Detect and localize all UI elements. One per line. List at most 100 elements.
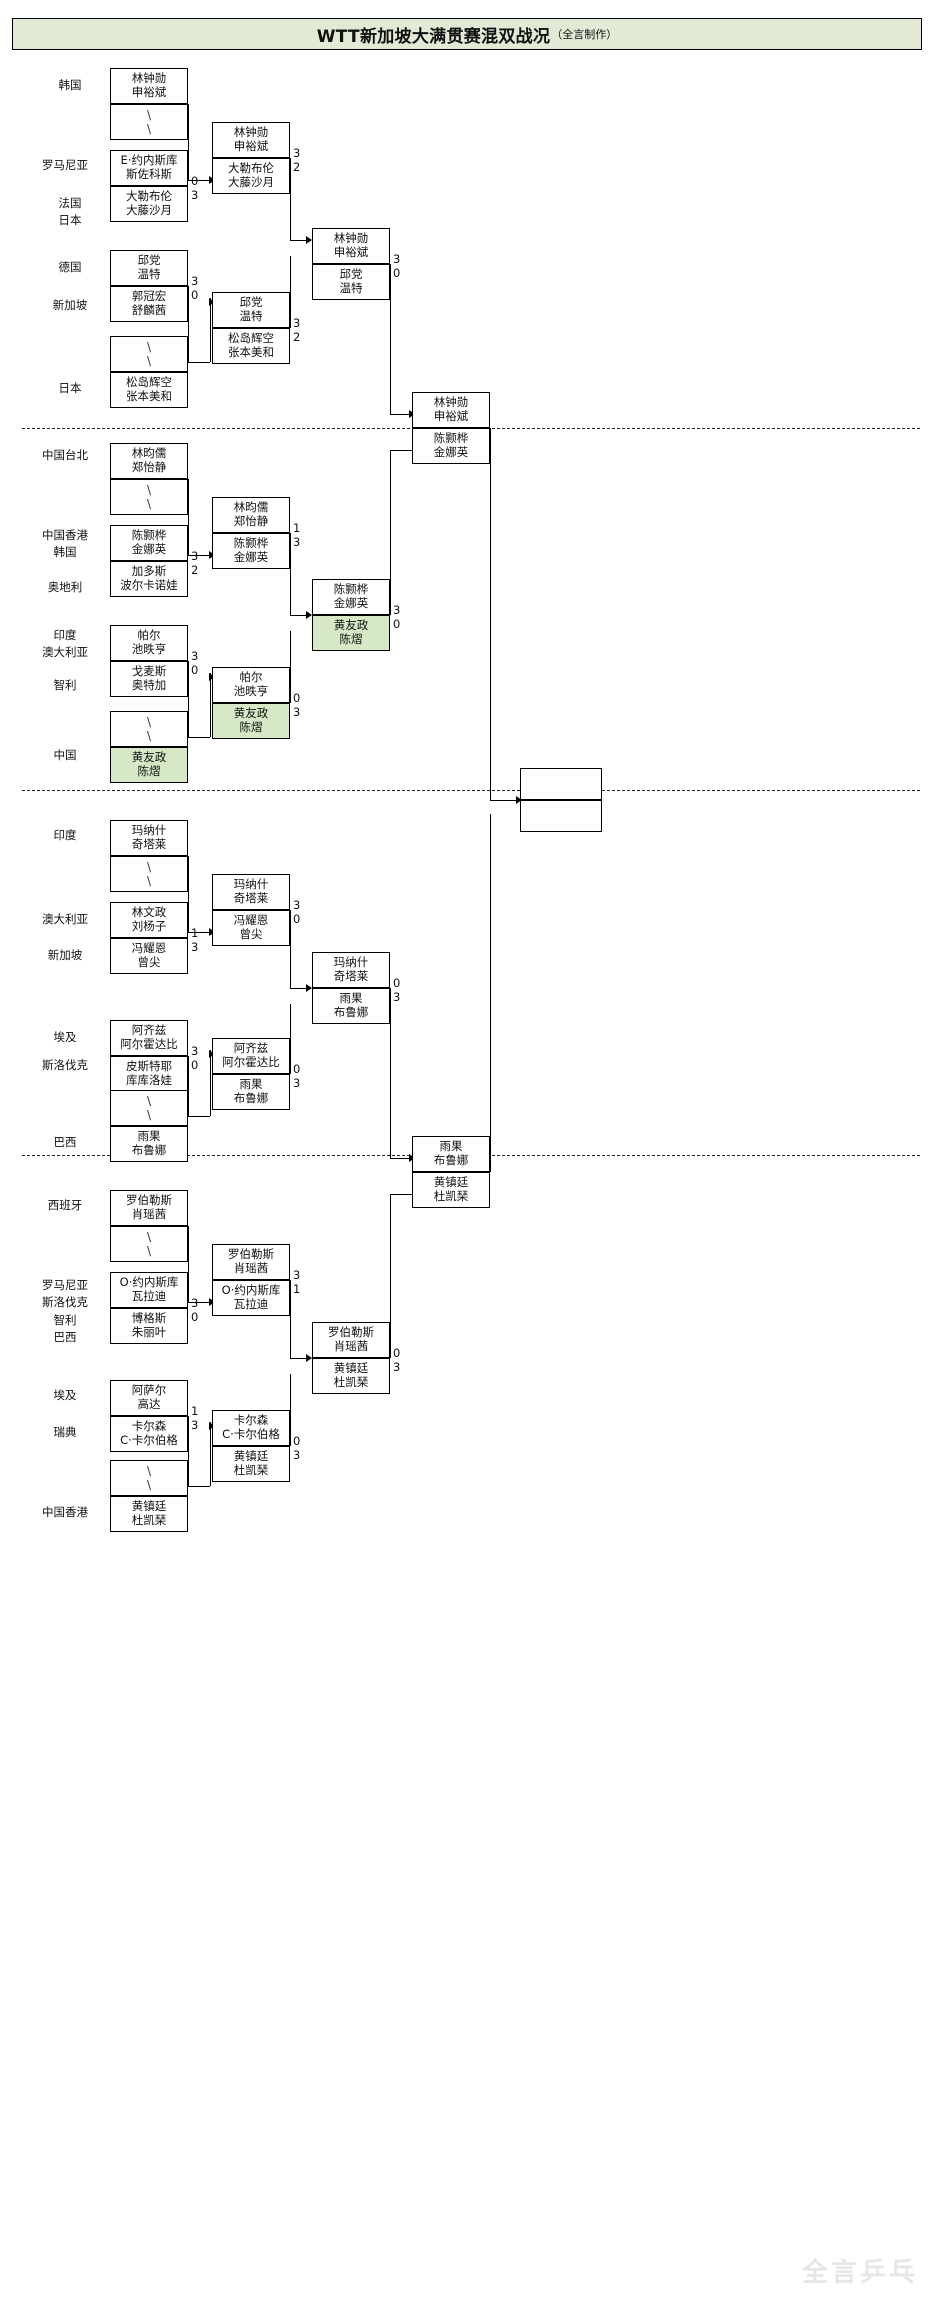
r2-score: 3 [293,1076,301,1090]
country-label: 斯洛伐克 [42,1058,88,1072]
r2-team-box[interactable]: 阿齐兹阿尔霍达比 [212,1038,290,1074]
connector [188,362,210,364]
country-label: 智利 [53,1313,77,1327]
r1-team-box[interactable]: 加多斯波尔卡诺娃 [110,561,188,597]
r1-team-box[interactable]: 冯耀恩曾尖 [110,938,188,974]
r1-team-box[interactable]: 阿齐兹阿尔霍达比 [110,1020,188,1056]
connector [290,1358,310,1360]
r1-bye-box[interactable]: \\ [110,479,188,515]
r1-bye-box[interactable]: \\ [110,104,188,140]
r2-team-box[interactable]: 松岛辉空张本美和 [212,328,290,364]
r1-bye-box[interactable]: \\ [110,336,188,372]
r1-bye-box[interactable]: \\ [110,1226,188,1262]
qf-team-box[interactable]: 林钟勋申裕斌 [312,228,390,264]
r1-team-box[interactable]: 皮斯特耶库库洛娃 [110,1056,188,1092]
connector [188,180,210,182]
qf-team-box-highlighted[interactable]: 黄友政陈熠 [312,615,390,651]
r1-team-box[interactable]: 林昀儒郑怡静 [110,443,188,479]
qf-score: 0 [393,1346,401,1360]
r2-team-box[interactable]: 雨果布鲁娜 [212,1074,290,1110]
r1-team-box[interactable]: 雨果布鲁娜 [110,1126,188,1162]
r2-team-box[interactable]: 邱党温特 [212,292,290,328]
r1-team-box[interactable]: 玛纳什奇塔莱 [110,820,188,856]
qf-team-box[interactable]: 雨果布鲁娜 [312,988,390,1024]
r1-score: 0 [191,175,198,188]
r1-team-box[interactable]: 罗伯勒斯肖瑶茜 [110,1190,188,1226]
country-label: 法国 [58,196,82,210]
r1-team-box[interactable]: 邱党温特 [110,250,188,286]
connector [188,1056,190,1116]
connector [290,631,292,703]
r1-team-box[interactable]: 郭冠宏舒麟茜 [110,286,188,322]
r1-bye-box[interactable]: \\ [110,1090,188,1126]
r1-score: 3 [191,1297,198,1310]
sf-team-box[interactable]: 陈颢桦金娜英 [412,428,490,464]
sf-team-box[interactable]: 林钟勋申裕斌 [412,392,490,428]
final-team-box[interactable] [520,800,602,832]
r1-team-box[interactable]: O·约内斯库瓦拉迪 [110,1272,188,1308]
r1-bye-box[interactable]: \\ [110,856,188,892]
r1-team-box[interactable]: 黄镇廷杜凯琹 [110,1496,188,1532]
r2-score: 0 [293,1062,301,1076]
connector-arrow [306,611,312,619]
qf-team-box[interactable]: 玛纳什奇塔莱 [312,952,390,988]
r1-team-box[interactable]: 大勒布伦大藤沙月 [110,186,188,222]
r1-score: 1 [191,927,198,940]
connector [210,298,212,362]
qf-team-box[interactable]: 黄镇廷杜凯琹 [312,1358,390,1394]
r1-team-box[interactable]: 阿萨尔高达 [110,1380,188,1416]
r2-team-box[interactable]: 帕尔池昳亨 [212,667,290,703]
connector [188,1116,210,1118]
r1-team-box[interactable]: 博格斯朱丽叶 [110,1308,188,1344]
country-label: 中国香港 [42,1505,88,1519]
qf-team-box[interactable]: 陈颢桦金娜英 [312,579,390,615]
r2-team-box[interactable]: O·约内斯库瓦拉迪 [212,1280,290,1316]
r1-score: 0 [191,1058,199,1072]
connector [210,1050,212,1116]
r1-team-box-highlighted[interactable]: 黄友政陈熠 [110,747,188,783]
r2-team-box[interactable]: 罗伯勒斯肖瑶茜 [212,1244,290,1280]
r1-bye-box[interactable]: \\ [110,711,188,747]
connector [188,1416,190,1486]
country-label: 中国香港 [42,528,88,542]
r2-team-box[interactable]: 林昀儒郑怡静 [212,497,290,533]
sf-team-box[interactable]: 雨果布鲁娜 [412,1136,490,1172]
country-label: 埃及 [53,1030,77,1044]
connector-arrow [516,796,522,804]
r2-team-box[interactable]: 林钟勋申裕斌 [212,122,290,158]
connector [390,414,412,416]
r1-team-box[interactable]: E·约内斯库斯佐科斯 [110,150,188,186]
connector [290,615,310,617]
r1-team-box[interactable]: 林文政刘杨子 [110,902,188,938]
r1-team-box[interactable]: 松岛辉空张本美和 [110,372,188,408]
r1-bye-box[interactable]: \\ [110,1460,188,1496]
connector [210,1422,212,1486]
connector [188,479,190,555]
r2-team-box[interactable]: 玛纳什奇塔莱 [212,874,290,910]
connector [290,1374,292,1446]
qf-team-box[interactable]: 邱党温特 [312,264,390,300]
final-team-box[interactable] [520,768,602,800]
r2-team-box[interactable]: 大勒布伦大藤沙月 [212,158,290,194]
connector [390,1194,412,1196]
r2-team-box-highlighted[interactable]: 黄友政陈熠 [212,703,290,739]
connector [188,737,210,739]
connector [188,555,210,557]
r2-score: 3 [293,898,301,912]
connector [188,661,190,737]
r1-team-box[interactable]: 陈颢桦金娜英 [110,525,188,561]
quadrant-divider-2 [22,790,920,791]
r1-score: 0 [191,288,199,302]
r2-team-box[interactable]: 黄镇廷杜凯琹 [212,1446,290,1482]
r2-team-box[interactable]: 陈颢桦金娜英 [212,533,290,569]
r2-team-box[interactable]: 冯耀恩曾尖 [212,910,290,946]
sf-team-box[interactable]: 黄镇廷杜凯琹 [412,1172,490,1208]
country-label: 西班牙 [47,1198,83,1212]
country-label: 奥地利 [47,580,83,594]
r1-team-box[interactable]: 林钟勋申裕斌 [110,68,188,104]
qf-team-box[interactable]: 罗伯勒斯肖瑶茜 [312,1322,390,1358]
r1-team-box[interactable]: 戈麦斯奥特加 [110,661,188,697]
r1-team-box[interactable]: 帕尔池昳亨 [110,625,188,661]
